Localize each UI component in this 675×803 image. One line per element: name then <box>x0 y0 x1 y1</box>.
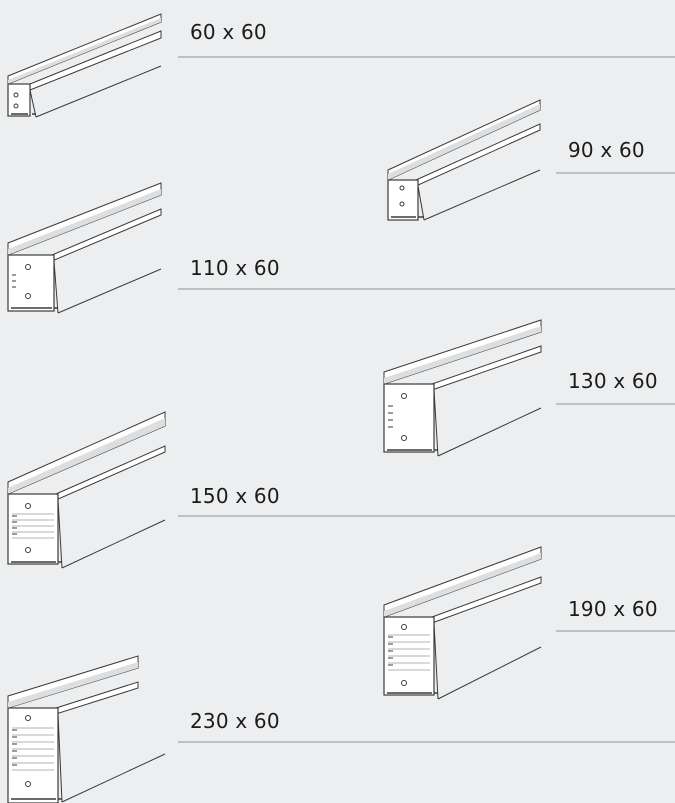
duct-90x60-illustration <box>387 99 548 230</box>
size-label-60x60: 60 x 60 <box>190 20 267 44</box>
divider-rule <box>556 403 675 405</box>
duct-60x60-illustration <box>7 10 168 122</box>
duct-110x60-illustration <box>7 182 168 318</box>
size-label-150x60: 150 x 60 <box>190 484 280 508</box>
duct-150x60-illustration <box>7 411 168 572</box>
divider-rule <box>556 630 675 632</box>
divider-rule <box>556 172 675 174</box>
duct-110x60-drawing <box>7 182 162 314</box>
size-label-130x60: 130 x 60 <box>568 369 658 393</box>
size-label-190x60: 190 x 60 <box>568 597 658 621</box>
size-label-230x60: 230 x 60 <box>190 709 280 733</box>
duct-130x60-drawing <box>383 319 542 457</box>
duct-130x60-illustration <box>383 319 544 460</box>
duct-150x60-drawing <box>7 411 166 569</box>
divider-rule <box>178 56 675 58</box>
duct-190x60-drawing <box>383 546 542 700</box>
duct-90x60-drawing <box>387 99 541 221</box>
duct-230x60-drawing <box>7 655 166 803</box>
duct-190x60-illustration <box>383 546 544 707</box>
divider-rule <box>178 288 675 290</box>
size-label-110x60: 110 x 60 <box>190 256 280 280</box>
divider-rule <box>178 515 675 517</box>
duct-230x60-illustration <box>7 655 168 803</box>
size-label-90x60: 90 x 60 <box>568 138 645 162</box>
divider-rule <box>178 741 675 743</box>
duct-60x60-drawing <box>7 13 162 118</box>
